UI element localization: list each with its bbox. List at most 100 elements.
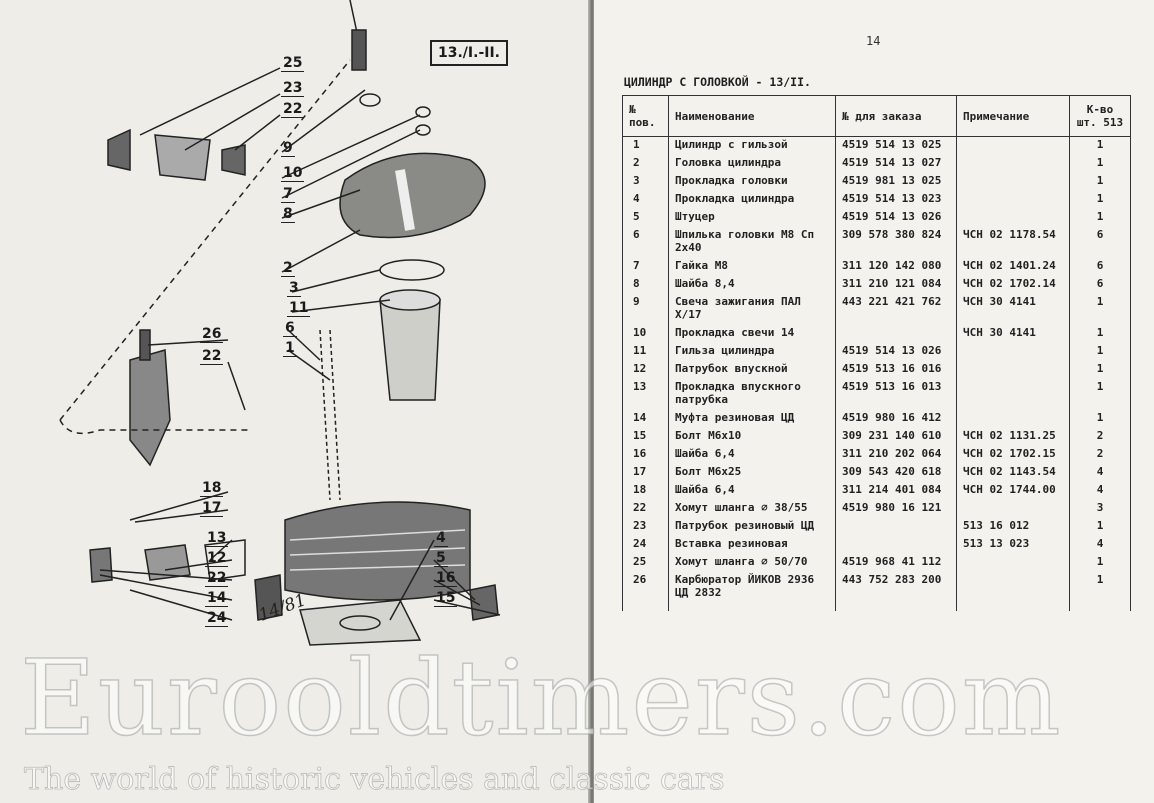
cell-qty: 1 xyxy=(1069,294,1131,325)
callout-18: 18 xyxy=(200,480,224,497)
watermark-tagline: The world of historic vehicles and class… xyxy=(24,762,725,797)
cell-pos: 4 xyxy=(622,191,669,209)
cell-order-no: 309 231 140 610 xyxy=(835,428,957,446)
cell-qty: 3 xyxy=(1069,500,1131,518)
cell-qty: 1 xyxy=(1069,572,1131,603)
cell-order-no: 311 214 401 084 xyxy=(835,482,957,500)
cell-name: Карбюратор ЙИКОВ 2936 ЦД 2832 xyxy=(668,572,836,603)
callout-15: 15 xyxy=(434,590,458,607)
cell-pos: 23 xyxy=(622,518,669,536)
callout-26: 26 xyxy=(200,326,224,343)
callout-10: 10 xyxy=(281,165,305,182)
cell-note: ЧСН 30 4141 xyxy=(956,294,1070,325)
empty-cell xyxy=(956,603,1070,611)
empty-cell xyxy=(668,603,836,611)
cell-order-no: 4519 513 16 016 xyxy=(835,361,957,379)
cell-name: Гайка М8 xyxy=(668,258,836,276)
cell-name: Прокладка свечи 14 xyxy=(668,325,836,343)
cell-qty: 4 xyxy=(1069,482,1131,500)
cell-qty: 2 xyxy=(1069,428,1131,446)
cell-note: ЧСН 02 1131.25 xyxy=(956,428,1070,446)
cell-qty: 1 xyxy=(1069,136,1131,155)
cell-pos: 13 xyxy=(622,379,669,410)
parts-table: № пов. Наименование № для заказа Примеча… xyxy=(622,95,1131,611)
callout-13: 13 xyxy=(205,530,229,547)
cell-name: Хомут шланга ⌀ 38/55 xyxy=(668,500,836,518)
cell-note: 513 13 023 xyxy=(956,536,1070,554)
cell-pos: 22 xyxy=(622,500,669,518)
cell-order-no: 4519 981 13 025 xyxy=(835,173,957,191)
cell-note xyxy=(956,136,1070,155)
cell-pos: 10 xyxy=(622,325,669,343)
cell-pos: 11 xyxy=(622,343,669,361)
cell-name: Прокладка головки xyxy=(668,173,836,191)
callout-14: 14 xyxy=(205,590,229,607)
cell-pos: 8 xyxy=(622,276,669,294)
cell-name: Цилиндр с гильзой xyxy=(668,136,836,155)
callout-12: 12 xyxy=(205,550,229,567)
cell-qty: 2 xyxy=(1069,446,1131,464)
cell-note: ЧСН 02 1744.00 xyxy=(956,482,1070,500)
cell-pos: 1 xyxy=(622,136,669,155)
cell-pos: 5 xyxy=(622,209,669,227)
cell-qty: 1 xyxy=(1069,325,1131,343)
cell-order-no: 4519 513 16 013 xyxy=(835,379,957,410)
cell-note xyxy=(956,361,1070,379)
cell-order-no: 443 221 421 762 xyxy=(835,294,957,325)
watermark-brand: Eurooldtimers.com xyxy=(19,637,1063,759)
cell-order-no: 309 543 420 618 xyxy=(835,464,957,482)
cell-pos: 9 xyxy=(622,294,669,325)
cell-qty: 6 xyxy=(1069,227,1131,258)
cell-note xyxy=(956,209,1070,227)
empty-cell xyxy=(835,603,957,611)
cell-pos: 6 xyxy=(622,227,669,258)
callout-7: 7 xyxy=(281,186,295,203)
cell-order-no: 4519 968 41 112 xyxy=(835,554,957,572)
cell-note: ЧСН 02 1702.15 xyxy=(956,446,1070,464)
cell-order-no: 4519 514 13 027 xyxy=(835,155,957,173)
cell-pos: 15 xyxy=(622,428,669,446)
callout-11: 11 xyxy=(287,300,311,317)
cell-qty: 1 xyxy=(1069,209,1131,227)
callout-4: 4 xyxy=(434,530,448,547)
cell-name: Болт М6х10 xyxy=(668,428,836,446)
callout-5: 5 xyxy=(434,550,448,567)
cell-note: 513 16 012 xyxy=(956,518,1070,536)
cell-order-no: 311 120 142 080 xyxy=(835,258,957,276)
cell-order-no: 4519 514 13 023 xyxy=(835,191,957,209)
figure-label: 13./I.-II. xyxy=(430,40,508,66)
cell-pos: 7 xyxy=(622,258,669,276)
cell-note: ЧСН 02 1143.54 xyxy=(956,464,1070,482)
cell-pos: 2 xyxy=(622,155,669,173)
cell-order-no: 311 210 202 064 xyxy=(835,446,957,464)
cell-note xyxy=(956,410,1070,428)
cell-note: ЧСН 02 1401.24 xyxy=(956,258,1070,276)
callout-3: 3 xyxy=(287,280,301,297)
cell-qty: 1 xyxy=(1069,379,1131,410)
cell-name: Головка цилиндра xyxy=(668,155,836,173)
cell-pos: 3 xyxy=(622,173,669,191)
cell-qty: 4 xyxy=(1069,536,1131,554)
table-title: ЦИЛИНДР С ГОЛОВКОЙ - 13/II. xyxy=(624,75,811,89)
cell-name: Прокладка цилиндра xyxy=(668,191,836,209)
callout-1: 1 xyxy=(283,340,297,357)
callout-17: 17 xyxy=(200,500,224,517)
cell-note: ЧСН 30 4141 xyxy=(956,325,1070,343)
cell-note xyxy=(956,155,1070,173)
cell-order-no xyxy=(835,325,957,343)
book-gutter xyxy=(588,0,596,803)
